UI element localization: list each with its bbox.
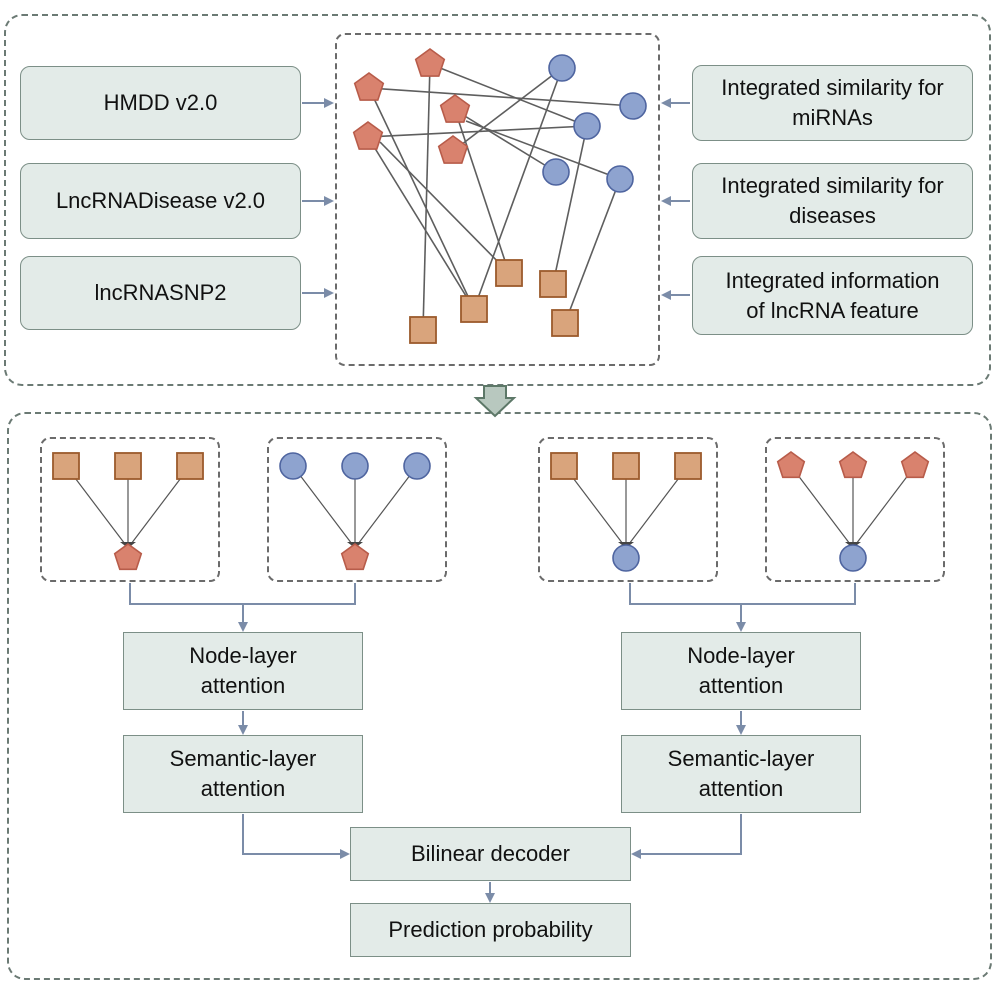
mirna-node [403, 452, 431, 480]
meta-path-panel-3 [538, 437, 718, 582]
meta-path-panel-4 [765, 437, 945, 582]
left-semantic-attention-box: Semantic-layer attention [123, 735, 363, 813]
bilinear-decoder-box: Bilinear decoder [350, 827, 631, 881]
mirna-node [839, 544, 867, 572]
disease-node [437, 135, 469, 164]
disease-node [838, 451, 868, 479]
disease-node [340, 543, 370, 571]
lncrna-node [460, 295, 488, 323]
disease-node [352, 121, 384, 150]
mirna-node [542, 158, 570, 186]
down-arrow-icon [473, 385, 517, 418]
lncrna-feature-box: Integrated information of lncRNA feature [692, 256, 973, 335]
right-node-attention-box: Node-layer attention [621, 632, 861, 710]
left-node-attention-box: Node-layer attention [123, 632, 363, 710]
lncrna-node [539, 270, 567, 298]
disease-node [353, 72, 385, 101]
disease-node [776, 451, 806, 479]
disease-node [113, 543, 143, 571]
lncrna-node [674, 452, 702, 480]
lncrna-node [495, 259, 523, 287]
lncrna-node [551, 309, 579, 337]
disease-node [439, 94, 471, 123]
network-nodes [52, 48, 930, 572]
right-semantic-attention-box: Semantic-layer attention [621, 735, 861, 813]
mirna-node [341, 452, 369, 480]
meta-path-panel-2 [267, 437, 447, 582]
lncrna-node [52, 452, 80, 480]
lncrna-node [409, 316, 437, 344]
mirna-node [573, 112, 601, 140]
mirna-node [612, 544, 640, 572]
mirna-node [548, 54, 576, 82]
mirna-node [619, 92, 647, 120]
prediction-probability-box: Prediction probability [350, 903, 631, 957]
disease-node [414, 48, 446, 77]
mirna-similarity-box: Integrated similarity for miRNAs [692, 65, 973, 141]
lncrna-node [114, 452, 142, 480]
network-edges [367, 63, 634, 331]
mirna-node [606, 165, 634, 193]
lncrnasnp2-input-box: lncRNASNP2 [20, 256, 301, 330]
meta-path-panel-1 [40, 437, 220, 582]
lncrnadisease-input-box: LncRNADisease v2.0 [20, 163, 301, 239]
lncrna-node [176, 452, 204, 480]
hmdd-input-box: HMDD v2.0 [20, 66, 301, 140]
lncrna-node [612, 452, 640, 480]
heterogeneous-network-panel [335, 33, 660, 366]
disease-node [900, 451, 930, 479]
disease-similarity-box: Integrated similarity for diseases [692, 163, 973, 239]
mirna-node [279, 452, 307, 480]
lncrna-node [550, 452, 578, 480]
